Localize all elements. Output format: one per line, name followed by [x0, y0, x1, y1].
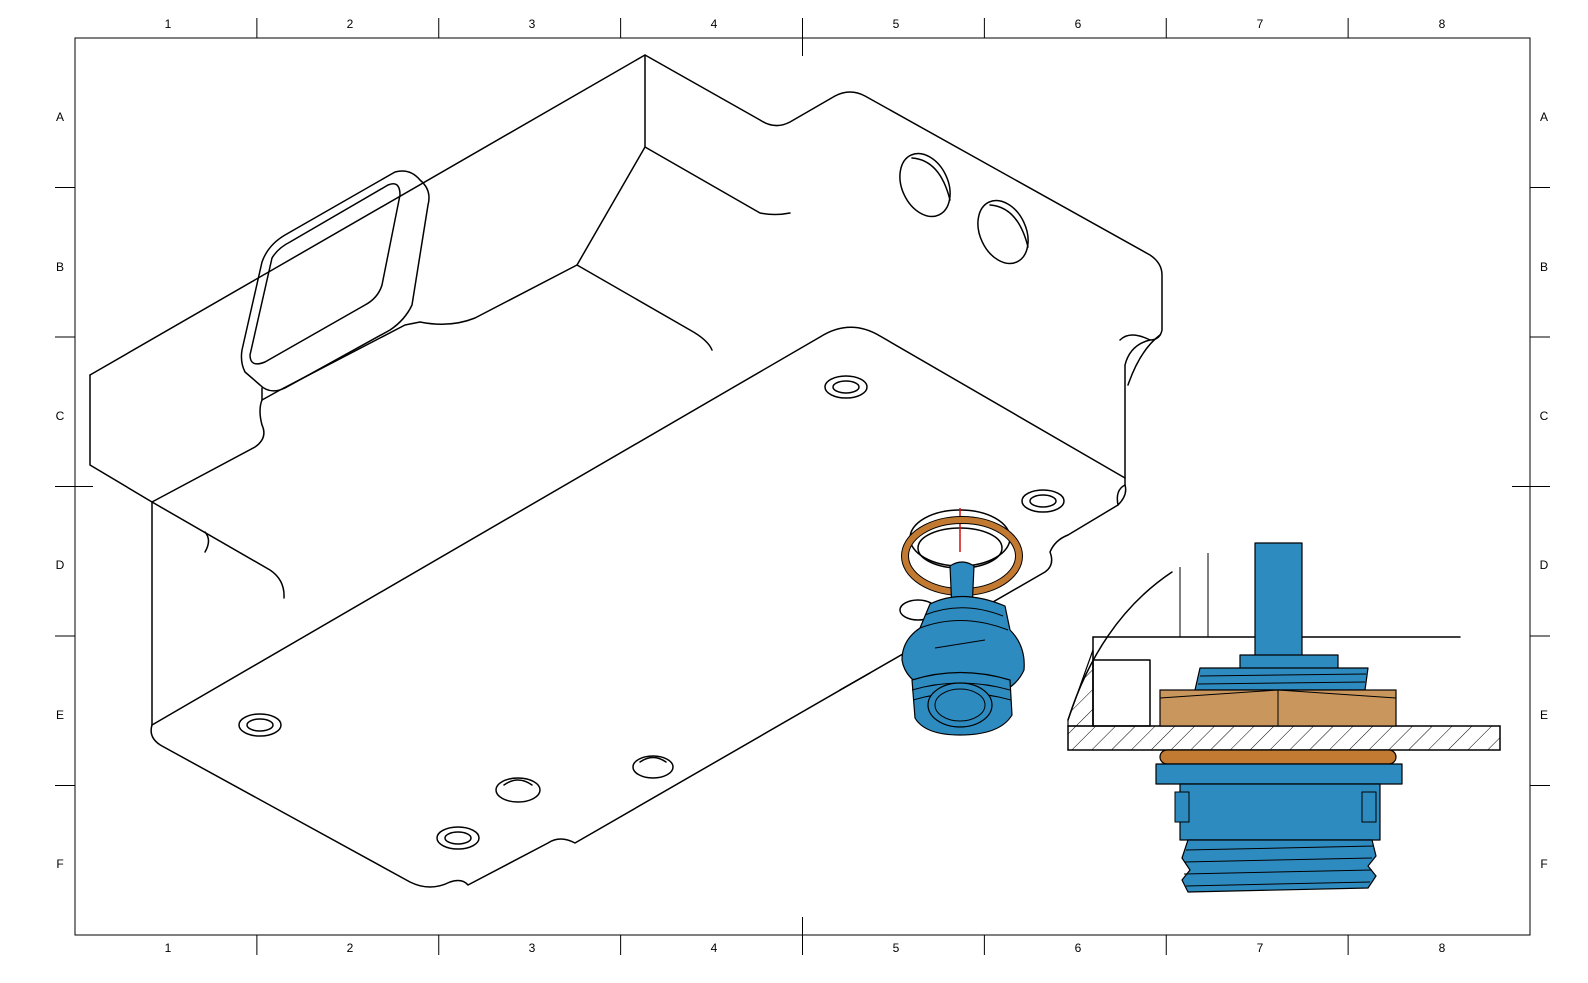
column-label: 6: [1075, 17, 1082, 31]
section-flange: [1155, 763, 1403, 785]
row-label: D: [56, 558, 65, 572]
column-label: 3: [529, 17, 536, 31]
mounting-hole: [238, 713, 282, 737]
column-label: 2: [347, 17, 354, 31]
column-label: 5: [893, 17, 900, 31]
fitting-nut: [901, 595, 1025, 697]
hatched-wall: [1067, 725, 1501, 751]
mounting-hole: [632, 755, 674, 779]
column-labels-bottom: 1 2 3 4 5 6 7 8: [165, 941, 1446, 955]
mounting-hole: [1021, 489, 1065, 513]
row-label: C: [56, 409, 65, 423]
mounting-hole: [495, 777, 541, 803]
frame-zone-ticks: [55, 18, 1550, 955]
row-labels-left: A B C D E F: [56, 110, 65, 871]
section-stem: [1254, 542, 1303, 659]
row-label: E: [56, 708, 64, 722]
row-label: D: [1540, 558, 1549, 572]
row-label: A: [1540, 110, 1548, 124]
side-port: [977, 199, 1029, 265]
column-label: 5: [893, 941, 900, 955]
column-label: 3: [529, 941, 536, 955]
column-label: 6: [1075, 941, 1082, 955]
connector-port: [240, 170, 430, 392]
row-label: B: [56, 260, 64, 274]
column-label: 1: [165, 17, 172, 31]
housing-top-edge: [89, 54, 1163, 376]
column-label: 4: [711, 941, 718, 955]
row-label: F: [56, 857, 63, 871]
column-labels-top: 1 2 3 4 5 6 7 8: [165, 17, 1446, 31]
row-label: C: [1540, 409, 1549, 423]
column-label: 2: [347, 941, 354, 955]
column-label: 7: [1257, 17, 1264, 31]
section-detail: [1067, 542, 1501, 893]
row-label: A: [56, 110, 64, 124]
column-label: 8: [1439, 941, 1446, 955]
housing-isometric: [89, 54, 1163, 888]
column-label: 7: [1257, 941, 1264, 955]
section-washer: [1159, 749, 1397, 765]
mounting-hole: [824, 375, 868, 399]
row-label: B: [1540, 260, 1548, 274]
side-port: [899, 152, 951, 218]
column-label: 8: [1439, 17, 1446, 31]
row-label: F: [1540, 857, 1547, 871]
row-labels-right: A B C D E F: [1540, 110, 1549, 871]
row-label: E: [1540, 708, 1548, 722]
section-thread: [1181, 839, 1377, 893]
exploded-fitting: [901, 516, 1025, 736]
column-label: 4: [711, 17, 718, 31]
column-label: 1: [165, 941, 172, 955]
mounting-hole: [436, 826, 480, 850]
housing-left-face: [89, 374, 153, 726]
housing-base-plate: [150, 339, 1151, 888]
section-body: [1179, 783, 1381, 841]
